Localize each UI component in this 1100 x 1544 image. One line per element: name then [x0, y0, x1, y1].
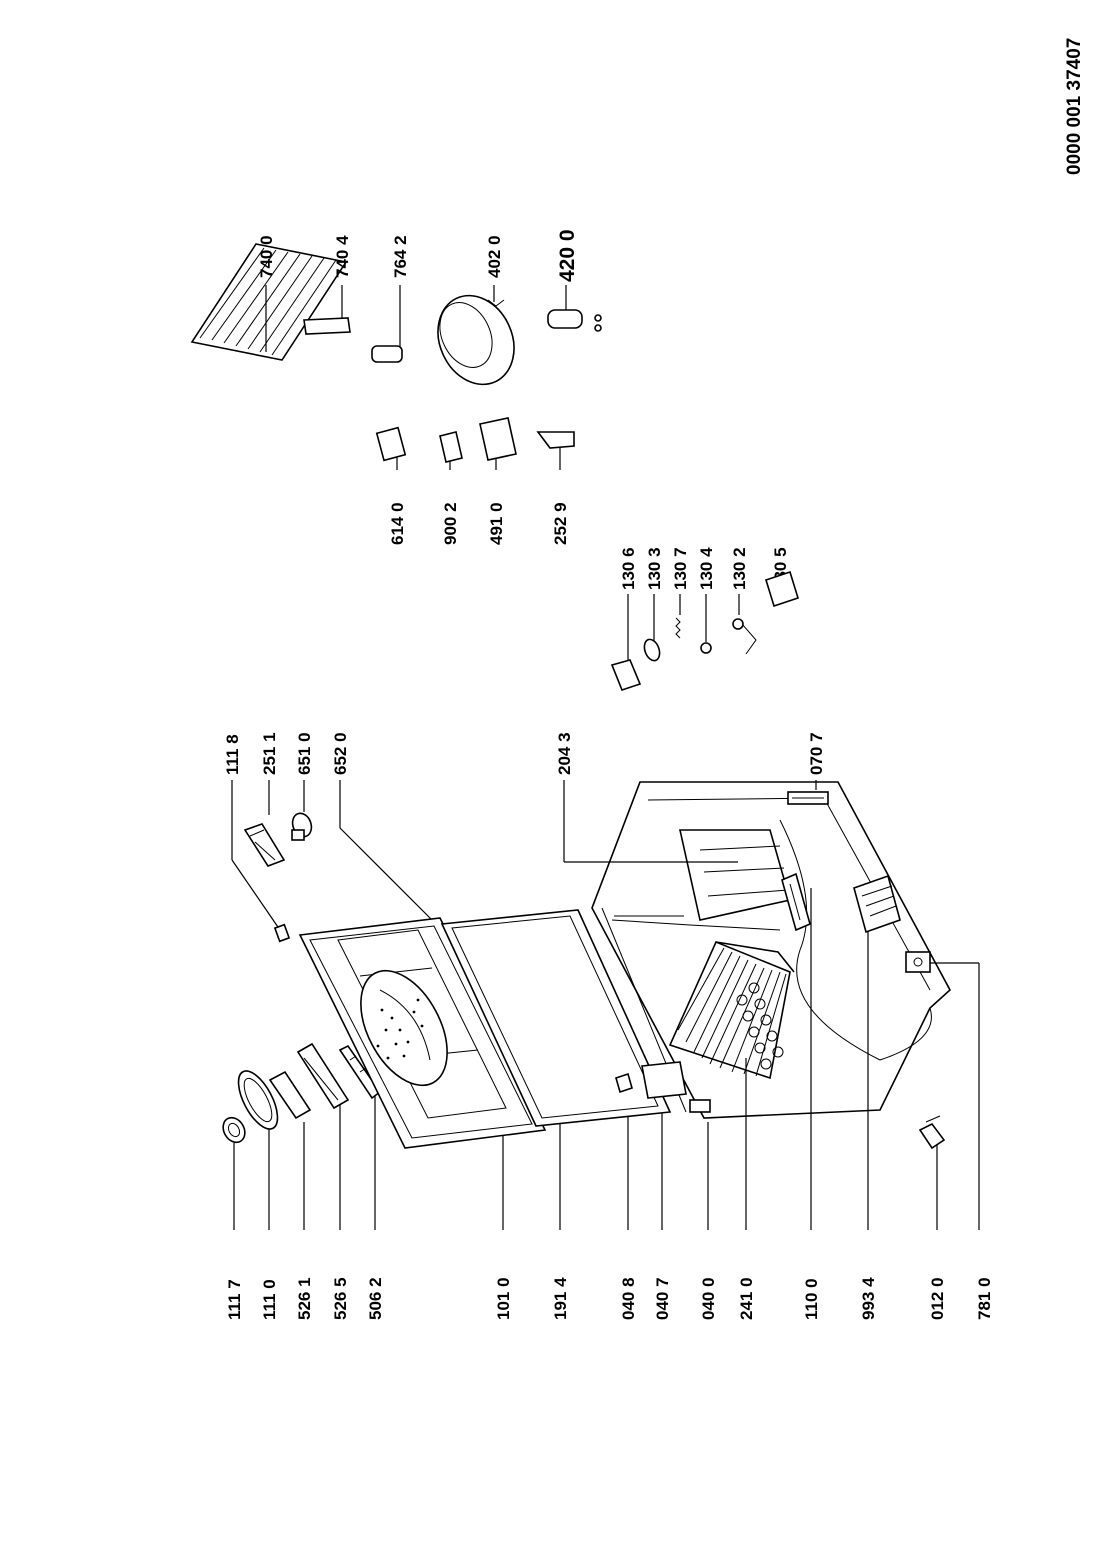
part-label-652-0: 652 0: [331, 732, 350, 775]
hinge-cover-parts: [615, 1061, 687, 1099]
part-label-130-3: 130 3: [645, 547, 664, 590]
part-label-040-0: 040 0: [699, 1277, 718, 1320]
part-label-252-9: 252 9: [551, 502, 570, 545]
control-panel-parts: [268, 1042, 382, 1120]
part-label-740-0: 740 0: [257, 235, 276, 278]
refrigeration-labels: 740 0 740 4 764 2 402 0 420 0: [257, 229, 579, 282]
electrical-parts: [375, 417, 575, 463]
part-label-111-0: 111 0: [260, 1279, 279, 1320]
compressor-mount-labels: 130 6 130 3 130 7 130 4 130 2 130 5: [619, 547, 790, 590]
basket-part: [668, 940, 795, 1080]
capacitor-part: [547, 309, 602, 332]
part-label-130-6: 130 6: [619, 547, 638, 590]
part-label-526-5: 526 5: [331, 1277, 350, 1320]
part-label-070-7: 070 7: [807, 732, 826, 775]
part-label-781-0: 781 0: [975, 1277, 994, 1320]
middle-top-labels: 111 8 251 1 651 0 652 0 204 3 070 7: [223, 732, 826, 775]
part-label-614-0: 614 0: [388, 502, 407, 545]
reference-number: 0000 001 37407: [1064, 38, 1085, 175]
gasket-part: [440, 909, 672, 1127]
part-label-101-0: 101 0: [494, 1277, 513, 1320]
lid-perforation: [376, 998, 424, 1060]
thermostat-part: [243, 823, 286, 867]
electrical-leaders: [396, 448, 561, 470]
clip-part: [273, 923, 291, 943]
vent-part: [787, 791, 829, 805]
part-label-040-7: 040 7: [653, 1277, 672, 1320]
part-label-993-4: 993 4: [859, 1277, 878, 1320]
basket-grid: [736, 982, 784, 1070]
part-label-900-2: 900 2: [441, 502, 460, 545]
left-leaders: [233, 888, 980, 1230]
part-label-651-0: 651 0: [295, 732, 314, 775]
part-label-420-0: 420 0: [556, 229, 579, 282]
part-label-740-4: 740 4: [333, 235, 352, 278]
handle-part: [781, 872, 811, 932]
knob-part: [222, 1116, 246, 1144]
part-label-764-2: 764 2: [391, 235, 410, 278]
drier-holder-part: [303, 317, 351, 335]
hinge-part: [689, 1099, 711, 1113]
condenser-part: [190, 243, 348, 361]
compressor-mount-parts: [610, 570, 799, 691]
part-label-110-0: 110 0: [802, 1278, 821, 1320]
left-labels: 111 7 111 0 526 1 526 5 506 2 101 0 191 …: [225, 1277, 994, 1320]
part-label-130-4: 130 4: [697, 547, 716, 590]
part-label-111-7: 111 7: [225, 1279, 244, 1320]
part-label-204-3: 204 3: [555, 732, 574, 775]
part-label-012-0: 012 0: [928, 1277, 947, 1320]
grille-part: [853, 874, 901, 934]
electrical-labels: 614 0 900 2 491 0 252 9: [388, 502, 570, 545]
part-label-526-1: 526 1: [295, 1277, 314, 1320]
lamp-part: [291, 812, 313, 841]
lid-part: [298, 917, 547, 1149]
compressor-part: [437, 294, 515, 386]
filter-drier-part: [371, 345, 403, 363]
part-label-241-0: 241 0: [737, 1277, 756, 1320]
foot-part: [905, 951, 931, 973]
part-label-111-8: 111 8: [223, 734, 242, 775]
part-label-506-2: 506 2: [366, 1277, 385, 1320]
middle-top-leaders: [231, 780, 817, 931]
part-label-191-4: 191 4: [551, 1277, 570, 1320]
part-label-251-1: 251 1: [260, 732, 279, 775]
part-label-402-0: 402 0: [485, 235, 504, 278]
part-label-130-2: 130 2: [730, 547, 749, 590]
bracket-part: [918, 1115, 946, 1150]
part-label-491-0: 491 0: [487, 502, 506, 545]
part-label-040-8: 040 8: [619, 1277, 638, 1320]
part-label-130-7: 130 7: [671, 547, 690, 590]
bezel-part: [237, 1070, 279, 1130]
